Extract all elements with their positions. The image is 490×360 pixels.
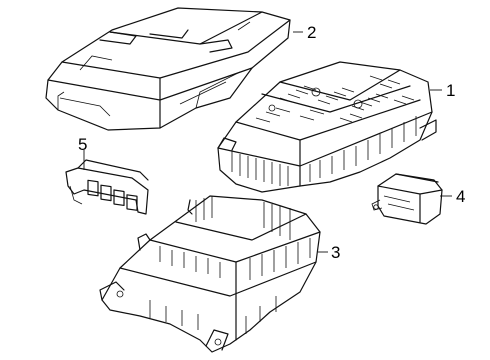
part-4-relay xyxy=(371,173,443,225)
part-3-housing xyxy=(99,195,321,353)
part-5-fuse-strip xyxy=(65,159,149,215)
callout-3: 3 xyxy=(331,243,340,262)
callout-2: 2 xyxy=(307,23,316,42)
callout-1: 1 xyxy=(446,81,455,100)
callout-4: 4 xyxy=(456,187,465,206)
part-1-fuse-box xyxy=(217,61,437,193)
callouts: 1 2 3 4 5 xyxy=(78,23,465,262)
callout-5: 5 xyxy=(78,135,87,154)
part-2-cover xyxy=(45,7,291,131)
